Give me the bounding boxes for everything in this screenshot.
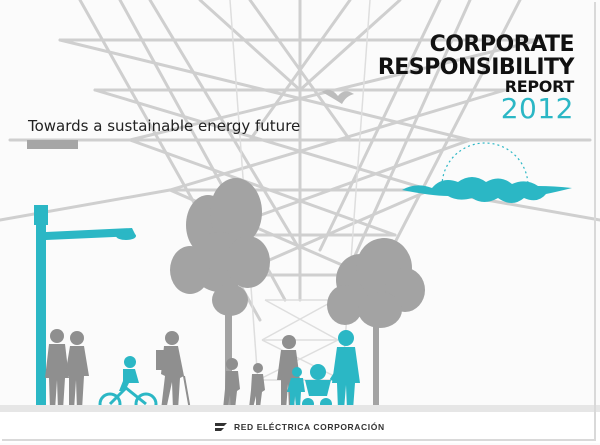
title-line-report: REPORT bbox=[504, 77, 575, 96]
company-name: RED ELÉCTRICA CORPORACIÓN bbox=[234, 422, 385, 432]
cyan-figures bbox=[98, 330, 360, 416]
company-logo: RED ELÉCTRICA CORPORACIÓN bbox=[214, 419, 414, 435]
bird-icon bbox=[322, 89, 354, 104]
cover-footer bbox=[0, 412, 600, 443]
sun-cloud-graphic bbox=[402, 142, 572, 203]
report-year: 2012 bbox=[500, 92, 574, 125]
street-lamp-graphic bbox=[34, 205, 136, 410]
title-line-responsibility: RESPONSIBILITY bbox=[377, 55, 575, 80]
page-frame bbox=[2, 2, 596, 441]
tree-left bbox=[170, 178, 270, 410]
subtitle-accent-bar bbox=[27, 140, 78, 149]
title-line-corporate: CORPORATE bbox=[429, 32, 575, 57]
company-logo-icon bbox=[215, 423, 227, 431]
tree-right bbox=[327, 238, 425, 410]
report-title: CORPORATE RESPONSIBILITY REPORT bbox=[377, 32, 575, 96]
report-subtitle: Towards a sustainable energy future bbox=[28, 117, 301, 135]
